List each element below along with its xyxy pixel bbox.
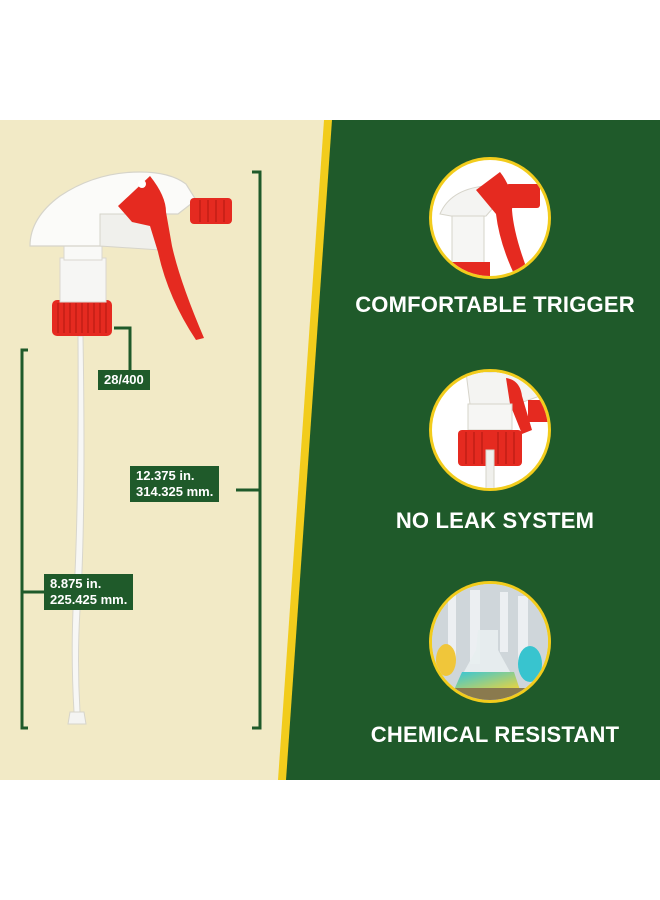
feature-title-no-leak-system: NO LEAK SYSTEM <box>395 508 595 533</box>
neck-finish-value: 28/400 <box>104 372 144 387</box>
sealed-neck-closeup-icon <box>429 369 551 491</box>
neck-finish-leader-line <box>114 326 132 372</box>
total-length-dimension-bracket <box>236 170 262 730</box>
total-length-millimeters: 314.325 mm. <box>136 484 214 499</box>
top-white-margin <box>0 0 660 120</box>
trigger-closeup-icon <box>429 157 551 279</box>
spray-trigger-product-icon <box>29 171 232 725</box>
neck-finish-label: 28/400 <box>98 370 150 390</box>
feature-title-comfortable-trigger: COMFORTABLE TRIGGER <box>355 292 635 317</box>
total-length-label: 12.375 in. 314.325 mm. <box>130 466 220 502</box>
tube-length-label: 8.875 in. 225.425 mm. <box>44 574 134 610</box>
total-length-inches: 12.375 in. <box>136 468 195 483</box>
feature-title-chemical-resistant: CHEMICAL RESISTANT <box>370 722 620 747</box>
yellow-divider-stripe <box>278 120 332 780</box>
tube-length-millimeters: 225.425 mm. <box>50 592 128 607</box>
tube-length-inches: 8.875 in. <box>50 576 102 591</box>
lab-glassware-icon <box>429 581 551 703</box>
bottom-white-margin <box>0 780 660 900</box>
tube-length-dimension-bracket <box>20 348 46 730</box>
